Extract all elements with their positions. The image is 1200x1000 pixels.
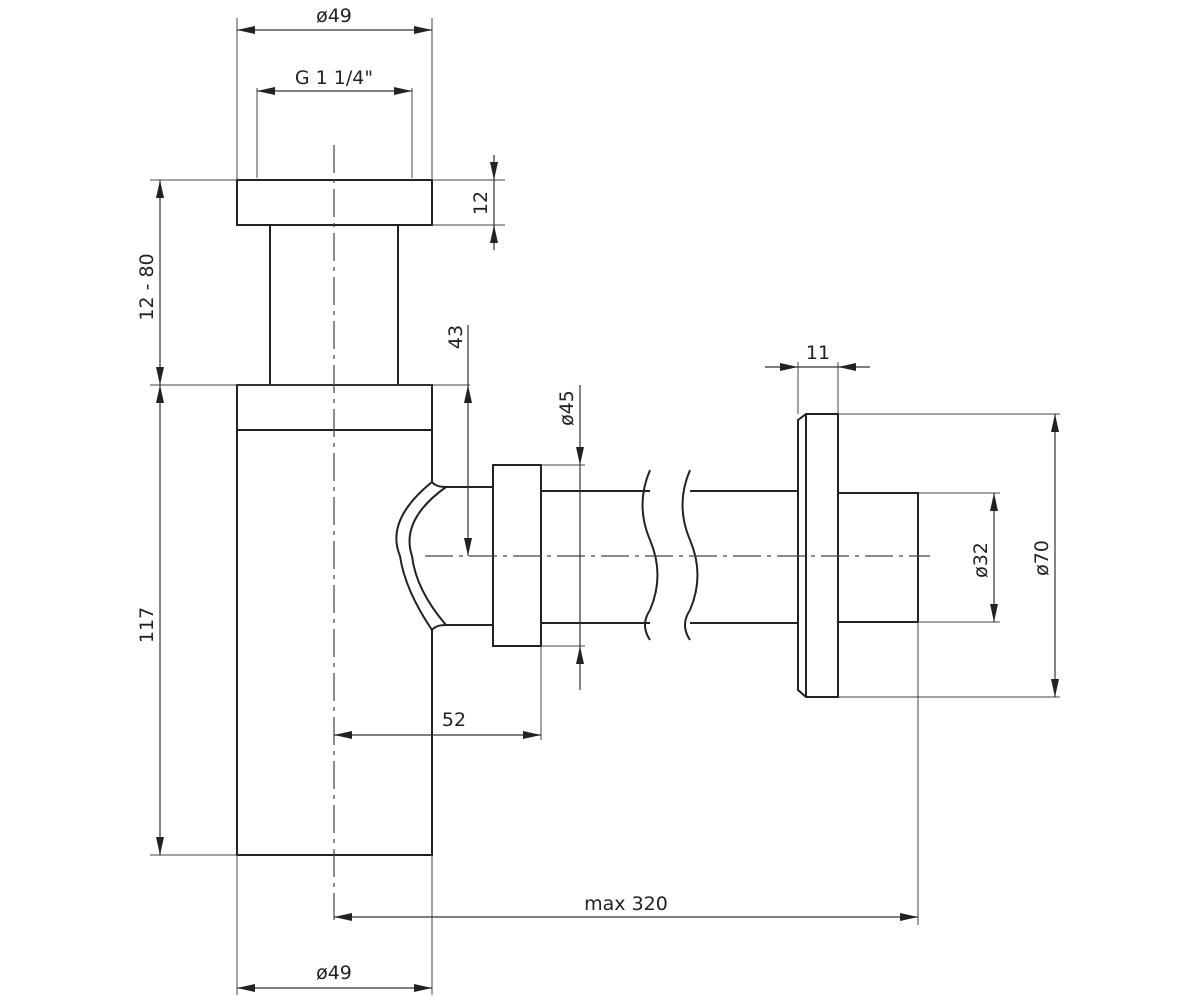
body-height-label: 117 [136,607,158,643]
outlet-diameter-label: ø45 [556,390,578,426]
extension-lines [150,18,1060,995]
outlet-dome-inner [408,486,447,626]
dimension-lines [156,26,1059,992]
bottom-diameter-label: ø49 [316,962,352,984]
center-lines [333,145,930,920]
outlet-pipe-near [541,490,650,624]
adjust-range-label: 12 - 80 [136,253,158,320]
thread-label: G 1 1/4" [295,67,373,89]
flange-height-label: 12 [470,191,492,215]
wall-pipe-stub [838,492,919,623]
rosette-thickness-label: 11 [806,342,830,364]
pipe-diameter-label: ø32 [970,542,992,578]
pipe-break-left [641,469,659,641]
outlet-dome-outer [395,481,433,631]
outlet-offset-label: 52 [442,709,466,731]
top-diameter-label: ø49 [316,5,352,27]
pipe-break-right [681,469,699,641]
outlet-pipe-far [690,490,798,624]
siphon-outline [236,179,919,856]
outlet-height-label: 43 [445,325,467,349]
dimension-labels: ø49 G 1 1/4" 12 12 - 80 43 ø45 11 117 52… [136,5,1053,984]
max-length-label: max 320 [584,893,668,915]
rosette-diameter-label: ø70 [1031,540,1053,576]
